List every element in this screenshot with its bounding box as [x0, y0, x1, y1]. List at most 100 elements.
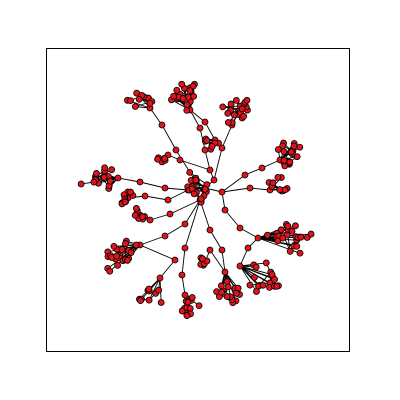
- graph-edge: [239, 265, 257, 292]
- graph-node: [259, 281, 267, 289]
- graph-node: [287, 148, 295, 156]
- graph-edge: [139, 235, 166, 246]
- graph-node: [172, 146, 180, 154]
- graph-edge: [184, 199, 201, 249]
- graph-node: [232, 289, 240, 297]
- graph-node: [197, 195, 205, 203]
- graph-node: [280, 157, 288, 164]
- graph-edge: [209, 229, 223, 251]
- graph-node: [218, 288, 226, 296]
- graph-node: [158, 121, 166, 129]
- graph-node: [206, 246, 214, 254]
- graph-node: [243, 96, 251, 104]
- graph-node: [271, 276, 279, 283]
- graph-node: [208, 142, 216, 150]
- graph-node: [251, 273, 258, 281]
- graph-edge: [221, 249, 226, 273]
- graph-node: [173, 86, 181, 94]
- graph-node: [307, 230, 315, 238]
- graph-edge: [139, 181, 166, 189]
- graph-edge: [148, 277, 161, 301]
- graph-node: [146, 216, 154, 224]
- graph-node: [199, 255, 206, 263]
- graph-node: [145, 296, 153, 304]
- graph-node: [101, 164, 109, 172]
- graph-node: [181, 220, 189, 228]
- graph-edge: [209, 249, 226, 273]
- graph-node: [106, 177, 114, 185]
- graph-node: [106, 267, 114, 275]
- graph-node: [206, 226, 214, 234]
- graph-node: [244, 244, 252, 252]
- graph-node: [210, 176, 218, 184]
- graph-node: [269, 179, 277, 187]
- graph-edge: [117, 177, 141, 183]
- graph-node: [293, 242, 301, 250]
- graph-node: [241, 171, 249, 179]
- graph-edge: [169, 199, 201, 215]
- graph-node: [131, 103, 139, 110]
- graph-node: [113, 252, 121, 260]
- graph-node: [238, 105, 246, 113]
- graph-node: [178, 307, 186, 315]
- graph-node: [221, 206, 229, 214]
- graph-node: [262, 259, 270, 267]
- graph-node: [161, 155, 169, 162]
- graph-node: [217, 282, 225, 290]
- graph-node: [171, 256, 179, 264]
- graph-node: [188, 294, 196, 301]
- graph-node: [133, 205, 140, 212]
- graph-node: [284, 222, 292, 230]
- graph-node: [127, 249, 135, 256]
- graph-edge: [144, 195, 169, 201]
- graph-node: [192, 176, 200, 184]
- graph-node: [135, 96, 143, 103]
- graph-edge: [239, 227, 259, 239]
- graph-edge: [204, 121, 216, 141]
- graph-node: [178, 80, 186, 88]
- graph-node: [156, 274, 164, 282]
- graph-node: [236, 224, 244, 232]
- graph-node: [223, 293, 231, 300]
- graph-node: [274, 173, 282, 181]
- graph-edge: [221, 174, 246, 193]
- graph-node: [297, 233, 305, 241]
- graph-node: [286, 247, 294, 255]
- graph-node: [254, 234, 262, 242]
- graph-node: [292, 222, 299, 230]
- graph-node: [146, 99, 154, 107]
- graph-node: [170, 92, 177, 100]
- graph-node: [127, 188, 134, 196]
- graph-node: [201, 185, 209, 193]
- graph-edge: [213, 147, 223, 181]
- graph-edge: [204, 149, 211, 171]
- graph-edge: [164, 187, 189, 191]
- nodes-layer: [77, 80, 315, 319]
- graph-edge: [239, 265, 275, 280]
- graph-node: [141, 192, 149, 200]
- graph-node: [230, 111, 238, 119]
- graph-node: [183, 312, 191, 319]
- graph-node: [224, 119, 232, 126]
- graph-edge: [167, 189, 189, 201]
- graph-node: [221, 268, 229, 276]
- graph-node: [273, 282, 281, 290]
- graph-node: [93, 170, 100, 177]
- graph-edge: [221, 187, 251, 193]
- graph-node: [246, 281, 254, 289]
- graph-node: [279, 234, 287, 242]
- graph-node: [176, 156, 184, 164]
- graph-edge: [179, 159, 211, 171]
- graph-node: [124, 256, 131, 264]
- graph-node: [127, 97, 134, 104]
- graph-node: [218, 188, 226, 196]
- graph-edge: [159, 259, 176, 279]
- graph-edge: [221, 124, 233, 149]
- graph-node: [224, 283, 232, 291]
- graph-node: [219, 103, 227, 111]
- graph-node: [277, 226, 285, 234]
- graph-node: [286, 158, 294, 166]
- graph-edge: [164, 223, 186, 237]
- graph-node: [138, 213, 146, 221]
